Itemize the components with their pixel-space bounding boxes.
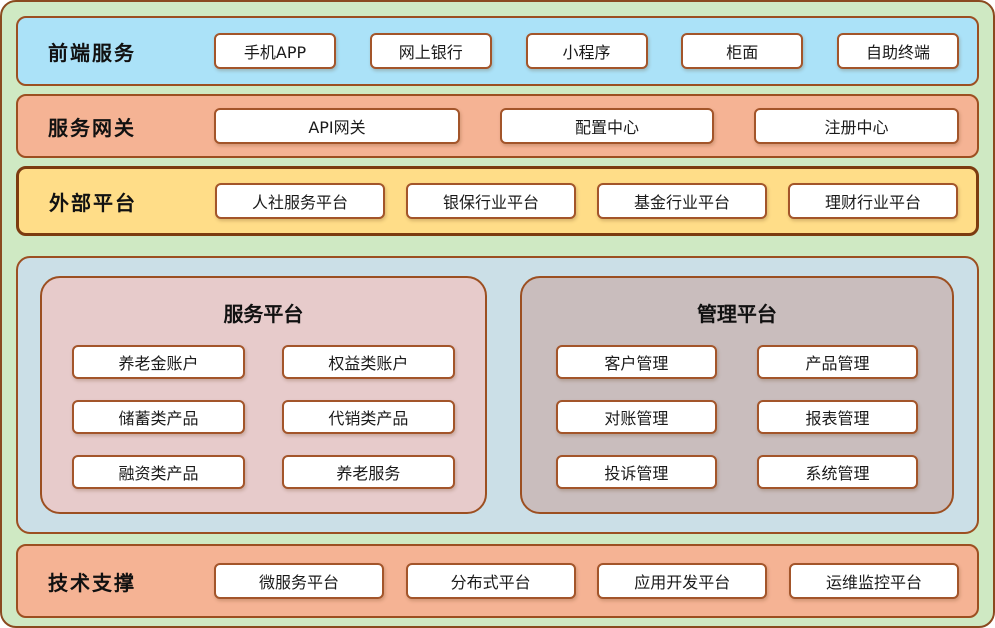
platforms-container: 服务平台 养老金账户 权益类账户 储蓄类产品 代销类产品 融资类产品 养老服务 … xyxy=(16,256,979,534)
node-box-registry-center: 注册中心 xyxy=(754,108,959,144)
node-box-reconciliation-management: 对账管理 xyxy=(555,400,717,434)
node-box-equity-account: 权益类账户 xyxy=(281,345,455,379)
node-box-self-service-terminal: 自助终端 xyxy=(837,33,959,69)
service-platform-grid: 养老金账户 权益类账户 储蓄类产品 代销类产品 融资类产品 养老服务 xyxy=(72,345,455,489)
node-box-product-management: 产品管理 xyxy=(756,345,918,379)
support-items: 微服务平台 分布式平台 应用开发平台 运维监控平台 xyxy=(214,563,959,599)
node-box-app-dev-platform: 应用开发平台 xyxy=(597,563,768,599)
node-box-savings-products: 储蓄类产品 xyxy=(72,400,245,434)
node-box-bancassurance-platform: 银保行业平台 xyxy=(406,183,576,219)
node-box-system-management: 系统管理 xyxy=(756,455,918,489)
band-label-external: 外部平台 xyxy=(49,190,137,215)
node-box-fund-industry-platform: 基金行业平台 xyxy=(597,183,767,219)
node-box-microservice-platform: 微服务平台 xyxy=(214,563,384,599)
node-box-distributed-platform: 分布式平台 xyxy=(405,563,576,599)
node-box-financing-products: 融资类产品 xyxy=(72,455,245,489)
node-box-ops-monitoring-platform: 运维监控平台 xyxy=(788,563,959,599)
node-box-pension-account: 养老金账户 xyxy=(72,345,245,379)
node-box-pension-services: 养老服务 xyxy=(281,455,455,489)
band-external-platforms: 外部平台 人社服务平台 银保行业平台 基金行业平台 理财行业平台 xyxy=(16,166,979,236)
node-box-report-management: 报表管理 xyxy=(756,400,918,434)
panel-title-management: 管理平台 xyxy=(696,302,777,326)
band-service-gateway: 服务网关 API网关 配置中心 注册中心 xyxy=(16,94,979,158)
node-box-config-center: 配置中心 xyxy=(500,108,714,144)
panel-management-platform: 管理平台 客户管理 产品管理 对账管理 报表管理 投诉管理 系统管理 xyxy=(519,276,954,514)
band-label-support: 技术支撑 xyxy=(48,570,136,595)
node-box-wealth-industry-platform: 理财行业平台 xyxy=(788,183,958,219)
panel-service-platform: 服务平台 养老金账户 权益类账户 储蓄类产品 代销类产品 融资类产品 养老服务 xyxy=(40,276,487,514)
band-tech-support: 技术支撑 微服务平台 分布式平台 应用开发平台 运维监控平台 xyxy=(16,544,979,618)
band-frontend-services: 前端服务 手机APP 网上银行 小程序 柜面 自助终端 xyxy=(16,16,979,86)
node-box-social-security-platform: 人社服务平台 xyxy=(215,183,385,219)
node-box-customer-management: 客户管理 xyxy=(555,345,717,379)
band-label-gateway: 服务网关 xyxy=(48,115,136,140)
node-box-online-banking: 网上银行 xyxy=(369,33,492,69)
node-box-counter: 柜面 xyxy=(681,33,804,69)
frontend-items: 手机APP 网上银行 小程序 柜面 自助终端 xyxy=(214,33,959,69)
node-box-complaint-management: 投诉管理 xyxy=(555,455,717,489)
management-platform-grid: 客户管理 产品管理 对账管理 报表管理 投诉管理 系统管理 xyxy=(555,345,918,489)
node-box-api-gateway: API网关 xyxy=(214,108,460,144)
panel-title-service: 服务平台 xyxy=(223,302,304,326)
node-box-mini-program: 小程序 xyxy=(525,33,648,69)
external-items: 人社服务平台 银保行业平台 基金行业平台 理财行业平台 xyxy=(215,183,958,219)
gateway-items: API网关 配置中心 注册中心 xyxy=(214,108,959,144)
band-label-frontend: 前端服务 xyxy=(48,40,136,65)
node-box-mobile-app: 手机APP xyxy=(214,33,336,69)
node-box-agency-products: 代销类产品 xyxy=(281,400,455,434)
